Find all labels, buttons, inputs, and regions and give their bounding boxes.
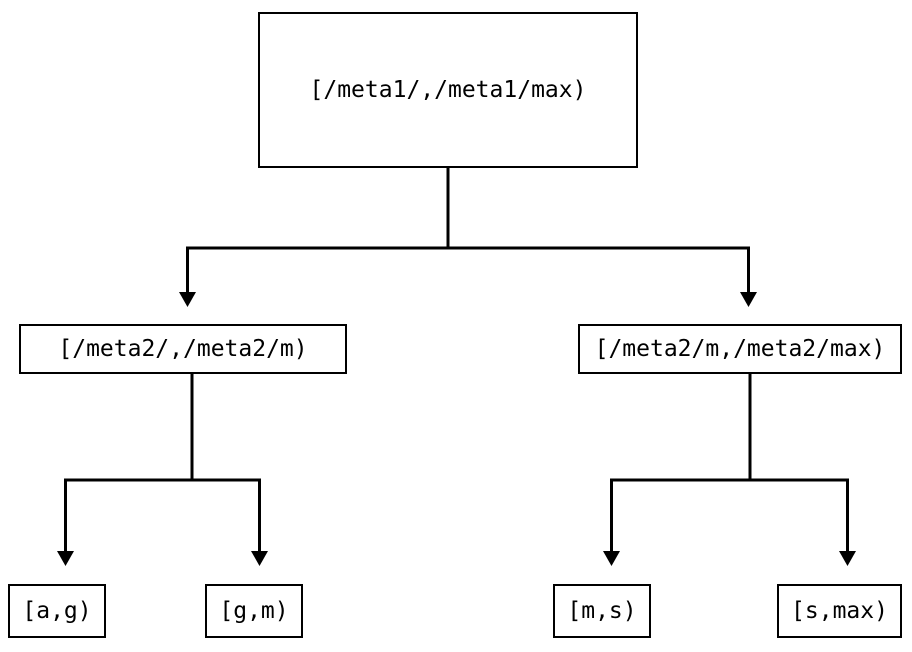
node-leaf-3[interactable]: [m,s)	[553, 584, 651, 638]
node-leaf-2[interactable]: [g,m)	[205, 584, 303, 638]
edge-mid-right-to-leaves	[603, 374, 856, 566]
edge-root-to-mid-right	[740, 248, 757, 307]
node-mid-left-label: [/meta2/,/meta2/m)	[58, 335, 308, 362]
node-leaf-1[interactable]: [a,g)	[8, 584, 106, 638]
node-root[interactable]: [/meta1/,/meta1/max)	[258, 12, 638, 168]
node-leaf-2-label: [g,m)	[219, 597, 289, 624]
node-mid-right[interactable]: [/meta2/m,/meta2/max)	[578, 324, 902, 374]
node-leaf-3-label: [m,s)	[567, 597, 637, 624]
node-root-label: [/meta1/,/meta1/max)	[309, 76, 587, 103]
node-leaf-4-label: [s,max)	[791, 597, 888, 624]
edge-root-to-mid-left	[179, 168, 750, 307]
node-leaf-4[interactable]: [s,max)	[777, 584, 902, 638]
node-mid-right-label: [/meta2/m,/meta2/max)	[594, 335, 886, 362]
node-leaf-1-label: [a,g)	[22, 597, 92, 624]
node-mid-left[interactable]: [/meta2/,/meta2/m)	[19, 324, 347, 374]
edge-mid-left-to-leaves	[57, 374, 268, 566]
